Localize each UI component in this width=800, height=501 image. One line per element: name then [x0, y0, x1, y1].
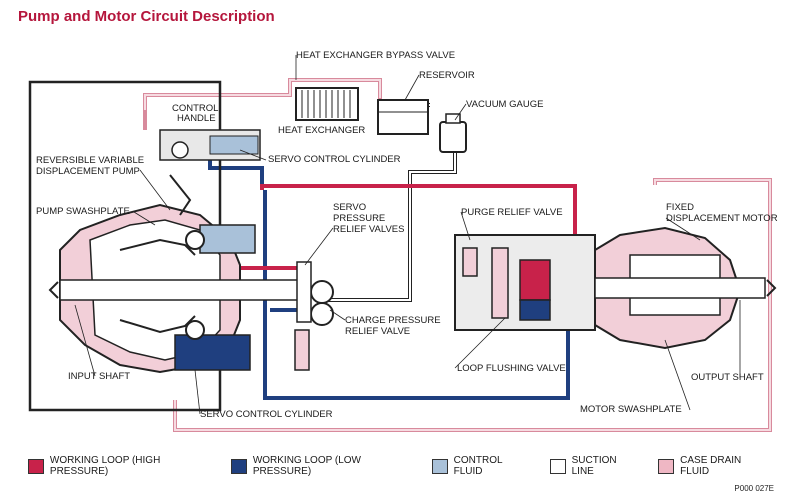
leader-lines: [74, 55, 741, 415]
label-heat-exchanger: HEAT EXCHANGER: [278, 125, 365, 136]
label-reservoir: RESERVOIR: [419, 70, 475, 81]
label-reversible-pump-2: DISPLACEMENT PUMP: [36, 166, 140, 177]
circuit-diagram: HEAT EXCHANGER BYPASS VALVE RESERVOIR VA…: [28, 50, 778, 432]
legend-swatch: [28, 458, 44, 474]
label-control-handle-1: CONTROL: [172, 103, 218, 114]
charge-relief-valve: [294, 329, 310, 371]
motor-body: [594, 226, 777, 350]
loop-flushing-block: [454, 234, 596, 331]
label-loop-flushing-valve: LOOP FLUSHING VALVE: [457, 363, 566, 374]
legend-swatch: [230, 458, 247, 474]
servo-cylinder-bottom: [174, 334, 251, 371]
label-servo-relief-2: PRESSURE: [333, 213, 385, 224]
legend-label: CONTROL FLUID: [453, 455, 503, 477]
label-heat-exchanger-bypass-valve: HEAT EXCHANGER BYPASS VALVE: [296, 50, 455, 61]
output-shaft: [594, 277, 766, 299]
charge-pump: [296, 261, 334, 326]
legend-label: CASE DRAIN FLUID: [680, 455, 742, 477]
legend-label: SUCTION LINE: [571, 455, 617, 477]
label-input-shaft: INPUT SHAFT: [68, 371, 130, 382]
reservoir: [377, 99, 429, 135]
label-charge-relief-1: CHARGE PRESSURE: [345, 315, 441, 326]
label-vacuum-gauge: VACUUM GAUGE: [466, 99, 543, 110]
label-motor-swashplate: MOTOR SWASHPLATE: [580, 404, 682, 415]
legend-item-suction-line: SUCTION LINE: [549, 455, 637, 477]
legend-item-high-pressure: WORKING LOOP (HIGH PRESSURE): [28, 455, 209, 477]
label-output-shaft: OUTPUT SHAFT: [691, 372, 764, 383]
label-purge-relief-valve: PURGE RELIEF VALVE: [461, 207, 563, 218]
legend-label: WORKING LOOP (LOW PRESSURE): [252, 455, 361, 477]
figure-code: P000 027E: [734, 484, 774, 493]
label-fixed-motor-2: DISPLACEMENT MOTOR: [666, 213, 778, 224]
label-servo-control-cylinder-bottom: SERVO CONTROL CYLINDER: [200, 409, 333, 420]
legend-label: WORKING LOOP (HIGH PRESSURE): [49, 455, 161, 477]
label-charge-relief-2: RELIEF VALVE: [345, 326, 410, 337]
legend-item-control-fluid: CONTROL FLUID: [431, 455, 528, 477]
label-fixed-motor-1: FIXED: [666, 202, 694, 213]
legend-item-case-drain: CASE DRAIN FLUID: [658, 455, 766, 477]
label-reversible-pump-1: REVERSIBLE VARIABLE: [36, 155, 144, 166]
label-control-handle-2: HANDLE: [177, 113, 216, 124]
vacuum-gauge: [439, 113, 467, 153]
label-servo-relief-3: RELIEF VALVES: [333, 224, 404, 235]
input-shaft: [48, 279, 301, 301]
legend-swatch: [658, 458, 675, 474]
legend: WORKING LOOP (HIGH PRESSURE) WORKING LOO…: [28, 455, 788, 477]
label-servo-relief-1: SERVO: [333, 202, 366, 213]
heat-exchanger: [295, 87, 359, 121]
control-valve: [159, 129, 261, 216]
label-pump-swashplate: PUMP SWASHPLATE: [36, 206, 130, 217]
page-title: Pump and Motor Circuit Description: [18, 8, 275, 25]
legend-item-low-pressure: WORKING LOOP (LOW PRESSURE): [230, 455, 410, 477]
diagram-labels: HEAT EXCHANGER BYPASS VALVE RESERVOIR VA…: [36, 50, 778, 420]
pump-outline: [28, 80, 222, 412]
label-servo-control-cylinder-top: SERVO CONTROL CYLINDER: [268, 154, 401, 165]
servo-cylinder-side: [199, 224, 256, 254]
legend-swatch: [431, 458, 448, 474]
legend-swatch: [549, 458, 566, 474]
